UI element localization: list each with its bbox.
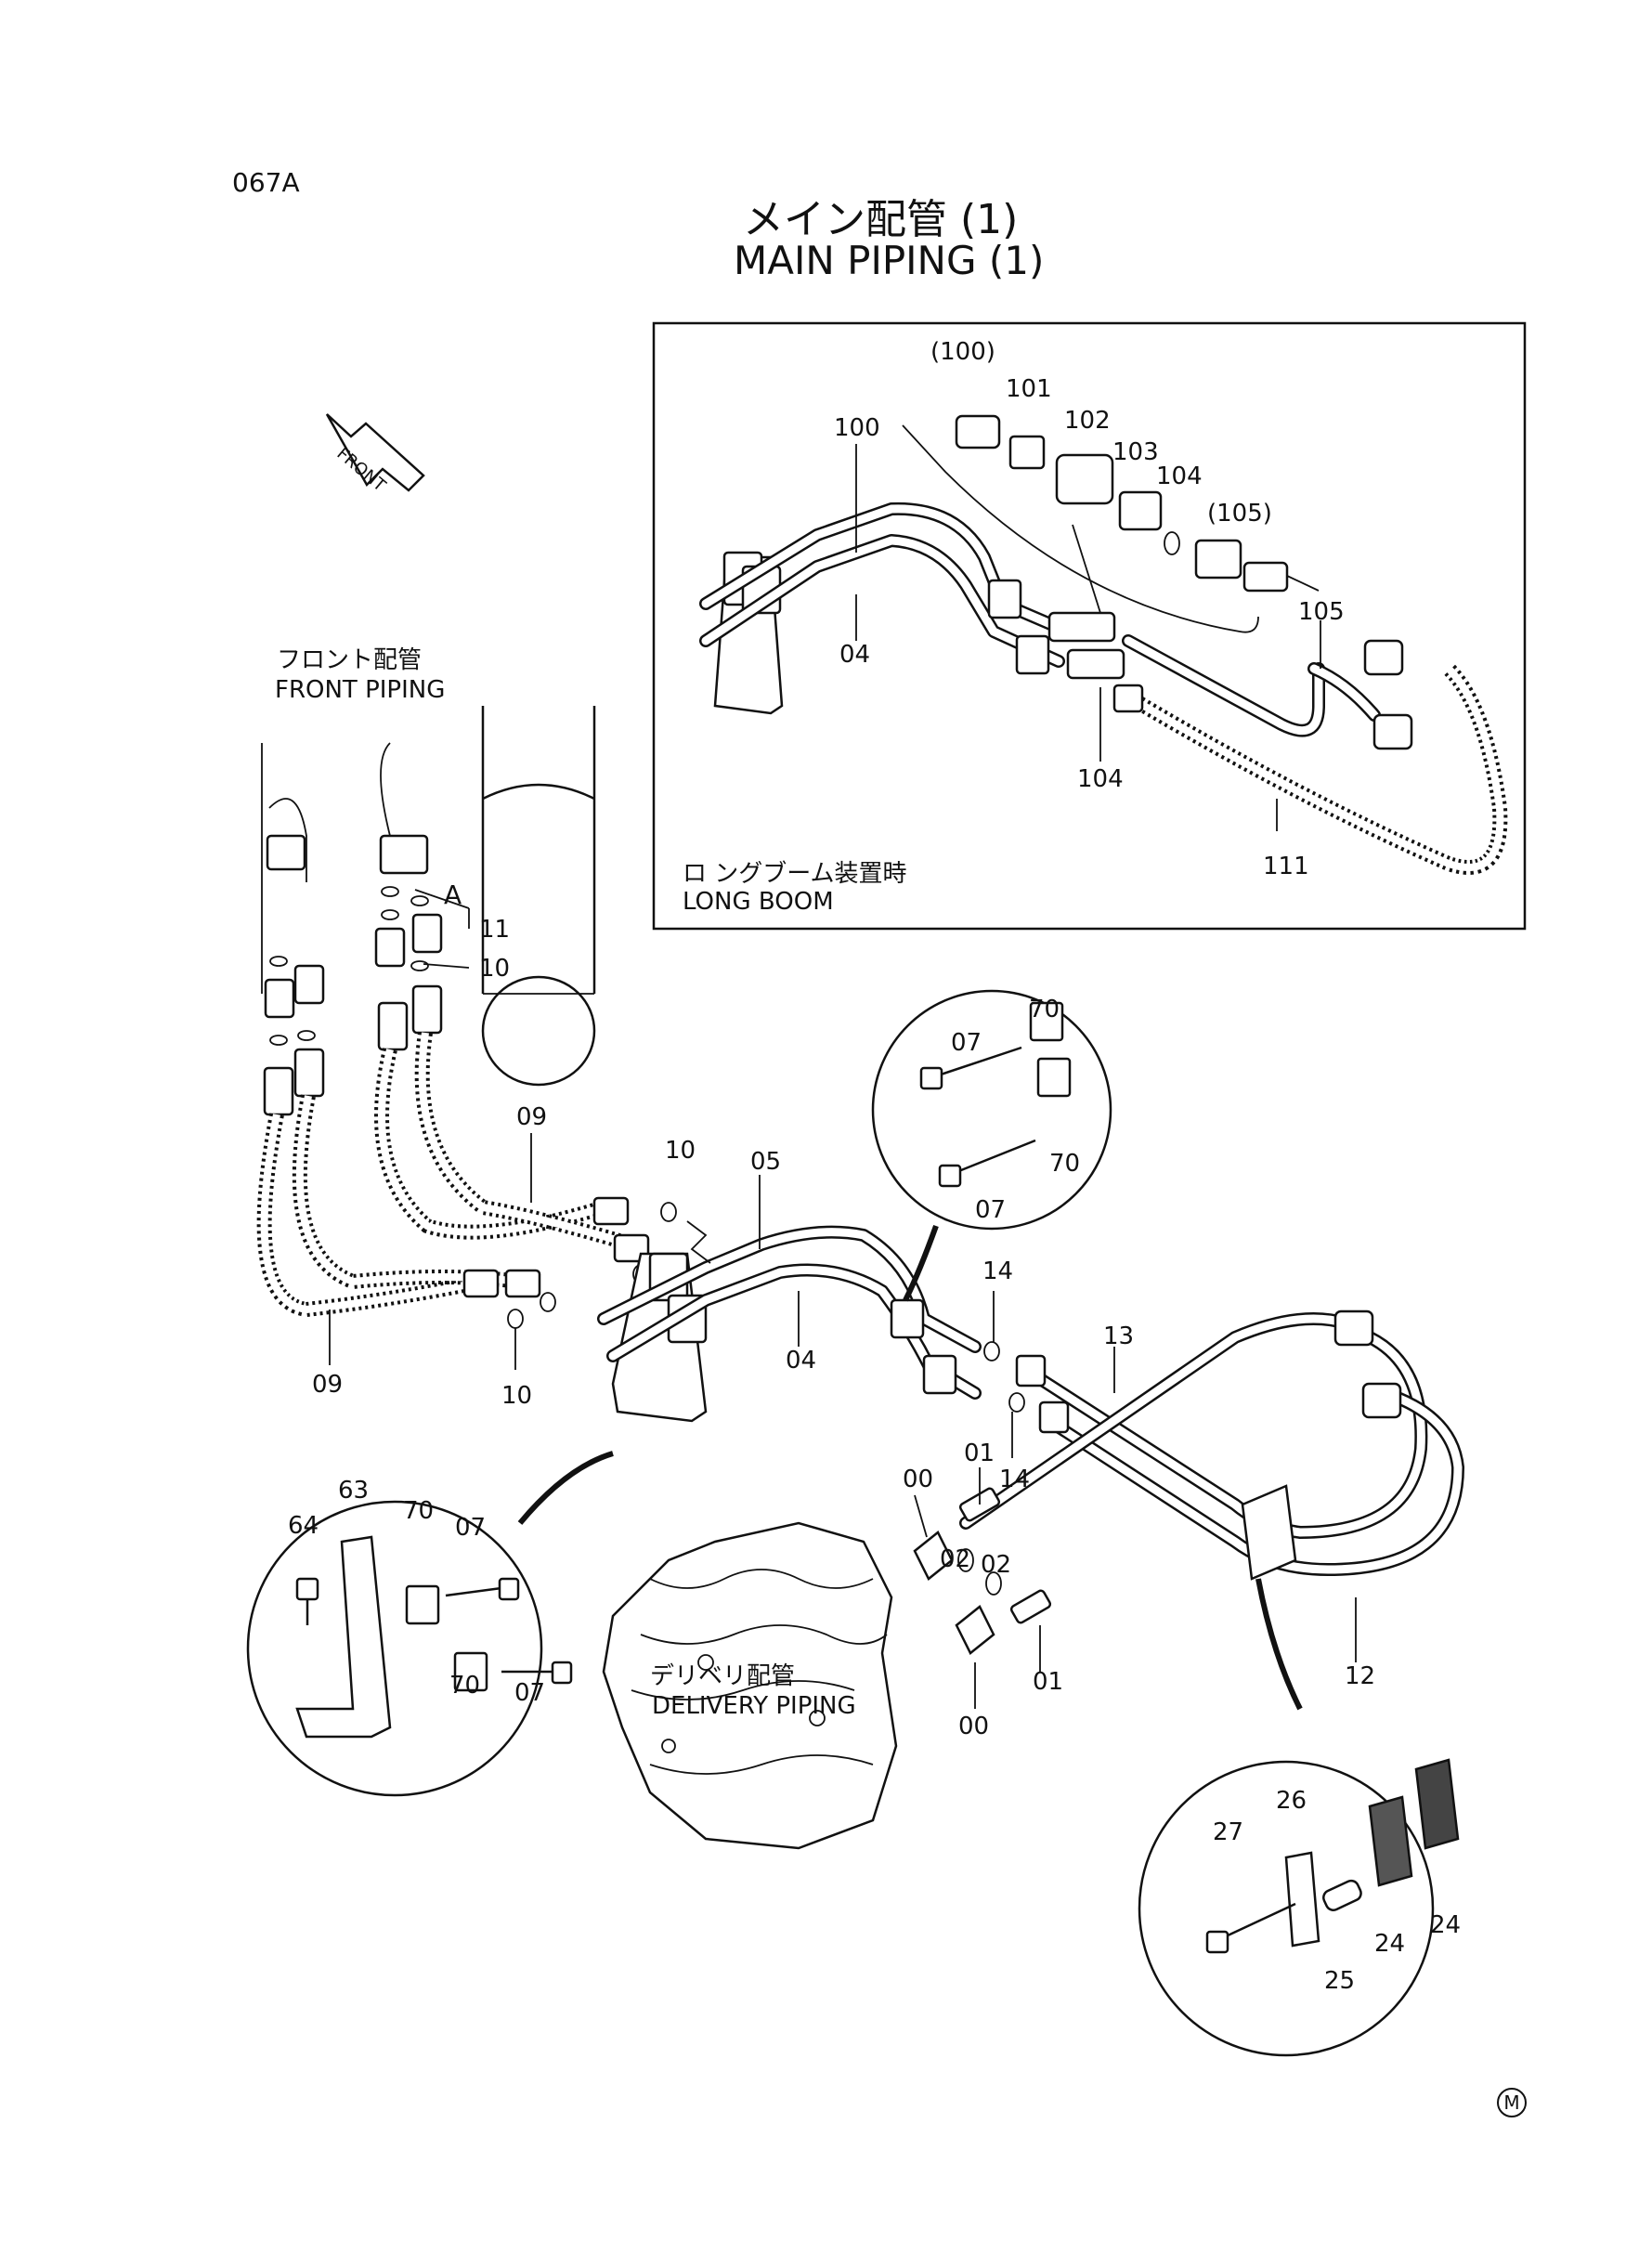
front-piping-label-en: FRONT PIPING <box>275 676 446 704</box>
part-label-101: 101 <box>1006 375 1052 403</box>
part-label-70-c1a: 70 <box>1029 996 1060 1023</box>
part-label-105p: (105) <box>1207 500 1272 528</box>
part-label-26: 26 <box>1276 1787 1307 1815</box>
part-label-02-right: 02 <box>981 1551 1012 1579</box>
long-boom-label-en: LONG BOOM <box>683 888 834 916</box>
part-label-00-bottom: 00 <box>958 1713 990 1740</box>
part-label-01-bottom: 01 <box>1033 1668 1064 1696</box>
part-label-70-c1b: 70 <box>1049 1150 1081 1178</box>
long-boom-label-jp: ロ ングブーム装置時 <box>683 860 907 888</box>
part-label-07-c1b: 07 <box>975 1196 1007 1224</box>
part-label-105: 105 <box>1298 598 1345 626</box>
detail-circle-bracket <box>246 1451 614 1797</box>
part-label-09-bottom: 09 <box>312 1371 344 1399</box>
page-code: 067A <box>232 167 300 198</box>
part-label-05: 05 <box>750 1148 782 1176</box>
part-label-70-c2a: 70 <box>403 1497 435 1525</box>
long-boom-inset <box>652 321 1527 931</box>
part-label-04: 04 <box>786 1347 817 1375</box>
front-piping-assembly <box>256 706 677 1370</box>
part-label-09-top: 09 <box>516 1103 548 1131</box>
part-label-11: 11 <box>479 916 511 944</box>
exploded-fittings <box>955 414 1320 593</box>
part-label-27: 27 <box>1213 1818 1244 1846</box>
part-label-104-top: 104 <box>1156 463 1203 490</box>
detail-circle-clamp-top <box>871 989 1112 1302</box>
part-label-14-top: 14 <box>982 1257 1014 1285</box>
page-title-jp: メイン配管 (1) <box>743 196 1019 243</box>
part-label-10-bottom: 10 <box>501 1382 533 1410</box>
part-label-25: 25 <box>1324 1967 1356 1995</box>
control-valve <box>602 1467 1052 1850</box>
part-label-00-top: 00 <box>903 1466 934 1493</box>
part-label-07-c2b: 07 <box>514 1679 546 1707</box>
part-label-01-top: 01 <box>964 1440 995 1467</box>
delivery-piping-label-en: DELIVERY PIPING <box>652 1692 856 1720</box>
part-label-64: 64 <box>288 1512 319 1540</box>
part-label-111: 111 <box>1263 853 1309 880</box>
part-label-24-b: 24 <box>1430 1911 1462 1939</box>
part-label-10-mid: 10 <box>665 1137 696 1165</box>
front-arrow-icon <box>325 413 425 492</box>
part-label-A: A <box>444 879 462 910</box>
front-piping-label-jp: フロント配管 <box>277 646 423 674</box>
part-label-02-top: 02 <box>940 1545 971 1573</box>
part-label-70-c2b: 70 <box>449 1672 481 1700</box>
part-label-07-c2a: 07 <box>455 1514 487 1542</box>
part-label-07-c1a: 07 <box>951 1029 982 1057</box>
delivery-piping-label-jp: デリベリ配管 <box>650 1662 796 1690</box>
part-label-103: 103 <box>1112 438 1159 466</box>
part-label-63: 63 <box>338 1477 370 1505</box>
part-label-24-a: 24 <box>1374 1930 1406 1958</box>
detail-circle-clamp-bottom <box>1138 1758 1460 2057</box>
delivery-tube-assembly <box>959 1309 1464 1711</box>
part-label-13: 13 <box>1103 1322 1135 1350</box>
page-title-en: MAIN PIPING (1) <box>734 238 1045 283</box>
part-label-100p: (100) <box>930 338 995 366</box>
part-label-04-inset: 04 <box>839 641 871 669</box>
part-label-14-bottom: 14 <box>999 1466 1031 1493</box>
part-label-100: 100 <box>834 414 880 442</box>
part-label-104-bottom: 104 <box>1077 765 1124 793</box>
part-label-102: 102 <box>1064 407 1111 435</box>
part-label-10-top: 10 <box>479 955 511 983</box>
center-tube-assembly <box>597 1175 1025 1458</box>
part-label-12: 12 <box>1345 1662 1376 1690</box>
m-mark: M <box>1497 2088 1527 2117</box>
